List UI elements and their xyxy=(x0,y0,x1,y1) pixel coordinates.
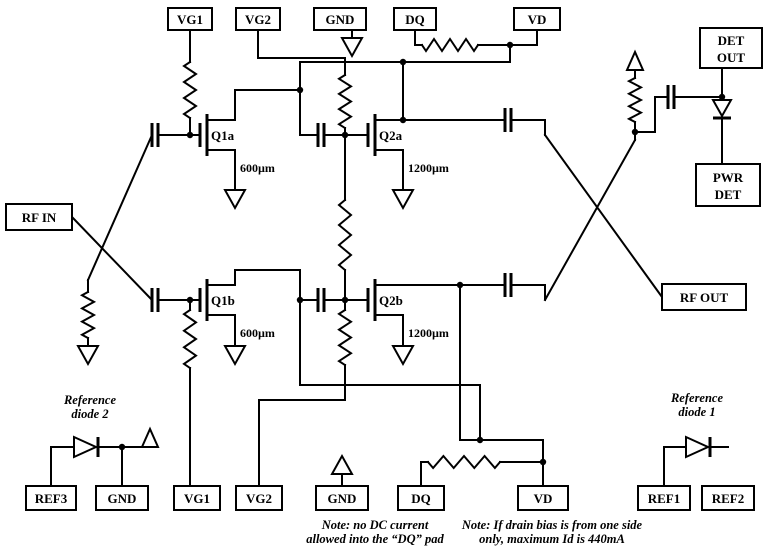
capacitor-interstage-bottom xyxy=(316,288,326,312)
note-dq-line2: allowed into the “DQ” pad xyxy=(306,532,444,546)
pad-ref1-label: REF1 xyxy=(648,491,681,506)
pad-vg2-top: VG2 xyxy=(235,7,281,31)
pad-ref2: REF2 xyxy=(701,485,755,511)
transistor-q2b-size: 1200µm xyxy=(408,326,449,340)
resistor-dq-top xyxy=(420,37,480,53)
pad-vd-bottom-label: VD xyxy=(534,491,553,506)
transistor-q2a-size: 1200µm xyxy=(408,161,449,175)
junction-dots xyxy=(118,41,726,466)
ground-icon-ref-diode2 xyxy=(140,426,160,448)
pad-dq-bottom-label: DQ xyxy=(411,491,431,506)
transistor-q1b-size: 600µm xyxy=(240,326,275,340)
ground-icon-input-termination xyxy=(76,345,100,367)
transistor-q2b-label: Q2b xyxy=(379,293,403,308)
note-drain-line1: Note: If drain bias is from one side xyxy=(461,518,643,532)
resistor-gate-stabilization xyxy=(337,198,353,272)
port-pwr-det-label-line2: DET xyxy=(715,187,742,202)
port-rf-in: RF IN xyxy=(5,203,73,231)
port-det-out-label-line2: OUT xyxy=(717,50,746,65)
port-rf-in-label: RF IN xyxy=(22,210,57,225)
pad-dq-top-label: DQ xyxy=(405,12,425,27)
pad-dq-bottom: DQ xyxy=(397,485,445,511)
ref-diode-1-line1: Reference xyxy=(670,391,724,405)
capacitor-detector xyxy=(666,85,676,109)
resistor-detector-termination xyxy=(626,76,644,124)
ground-icon-detector-termination xyxy=(625,49,645,71)
pad-gnd-bottom-left: GND xyxy=(95,485,149,511)
pad-dq-top: DQ xyxy=(393,7,437,31)
resistor-vg1-bottom-bias xyxy=(182,308,198,370)
diode-reference-1 xyxy=(685,435,712,459)
ref-diode-2-line1: Reference xyxy=(63,393,117,407)
note-drain-line2: only, maximum Id is 440mA xyxy=(479,532,625,546)
ref-diode-2-line2: diode 2 xyxy=(71,407,108,421)
capacitor-output-top xyxy=(503,108,513,132)
pad-vg1-bottom: VG1 xyxy=(173,485,221,511)
resistor-dq-bottom xyxy=(426,454,502,470)
ground-icon-top-gnd xyxy=(340,37,364,59)
port-pwr-det-label-line1: PWR xyxy=(713,170,744,185)
wire-network xyxy=(50,29,729,487)
pad-vd-bottom: VD xyxy=(517,485,569,511)
annotation-reference-diode-1: Reference diode 1 xyxy=(670,391,724,419)
capacitor-interstage-top xyxy=(316,123,326,147)
note-drain-bias: Note: If drain bias is from one side onl… xyxy=(461,518,643,546)
diode-reference-2 xyxy=(73,435,100,459)
transistor-q1a: Q1a 600µm xyxy=(198,114,275,175)
capacitor-input-q1a xyxy=(150,123,160,147)
pad-vg1-top-label: VG1 xyxy=(177,12,203,27)
port-rf-out: RF OUT xyxy=(661,283,747,311)
pad-gnd-bottom-left-label: GND xyxy=(108,491,137,506)
resistor-vg2-top-bias xyxy=(337,73,353,130)
pad-vg2-top-label: VG2 xyxy=(245,12,271,27)
pad-gnd-bottom-mid-label: GND xyxy=(328,491,357,506)
ground-icon-q1b-source xyxy=(223,345,247,367)
transistor-q1a-label: Q1a xyxy=(211,128,235,143)
port-rf-out-label: RF OUT xyxy=(680,290,729,305)
resistor-input-termination xyxy=(79,290,97,340)
ground-icon-q2a-source xyxy=(391,189,415,211)
capacitor-input-q1b xyxy=(150,288,160,312)
pad-ref3: REF3 xyxy=(25,485,77,511)
pad-vg2-bottom: VG2 xyxy=(235,485,283,511)
pad-vg1-top: VG1 xyxy=(167,7,213,31)
transistor-q2b: Q2b 1200µm xyxy=(366,279,449,340)
pad-ref1: REF1 xyxy=(637,485,691,511)
port-det-out: DET OUT xyxy=(699,27,763,69)
ground-icon-q1a-source xyxy=(223,189,247,211)
transistor-q1b: Q1b 600µm xyxy=(198,279,275,340)
resistor-vg2-bottom-bias xyxy=(337,308,353,367)
transistor-q2a: Q2a 1200µm xyxy=(366,114,449,175)
transistor-q2a-label: Q2a xyxy=(379,128,403,143)
transistor-q1b-label: Q1b xyxy=(211,293,235,308)
ref-diode-1-line2: diode 1 xyxy=(678,405,715,419)
note-dq-pad: Note: no DC current allowed into the “DQ… xyxy=(306,518,444,546)
transistor-q1a-size: 600µm xyxy=(240,161,275,175)
note-dq-line1: Note: no DC current xyxy=(321,518,429,532)
capacitor-output-bottom xyxy=(503,273,513,297)
pad-gnd-bottom-mid: GND xyxy=(315,485,369,511)
pad-ref3-label: REF3 xyxy=(35,491,68,506)
pad-vg1-bottom-label: VG1 xyxy=(184,491,210,506)
pad-vg2-bottom-label: VG2 xyxy=(246,491,272,506)
pad-gnd-top: GND xyxy=(313,7,367,31)
resistor-vg1-top-bias xyxy=(182,60,198,120)
annotation-reference-diode-2: Reference diode 2 xyxy=(63,393,117,421)
ground-icon-q2b-source xyxy=(391,345,415,367)
port-pwr-det: PWR DET xyxy=(695,163,761,207)
port-det-out-label-line1: DET xyxy=(718,33,745,48)
ground-icon-bottom-gnd xyxy=(330,453,354,475)
pad-ref2-label: REF2 xyxy=(712,491,745,506)
pad-vd-top: VD xyxy=(513,7,561,31)
pad-gnd-top-label: GND xyxy=(326,12,355,27)
pad-vd-top-label: VD xyxy=(528,12,547,27)
